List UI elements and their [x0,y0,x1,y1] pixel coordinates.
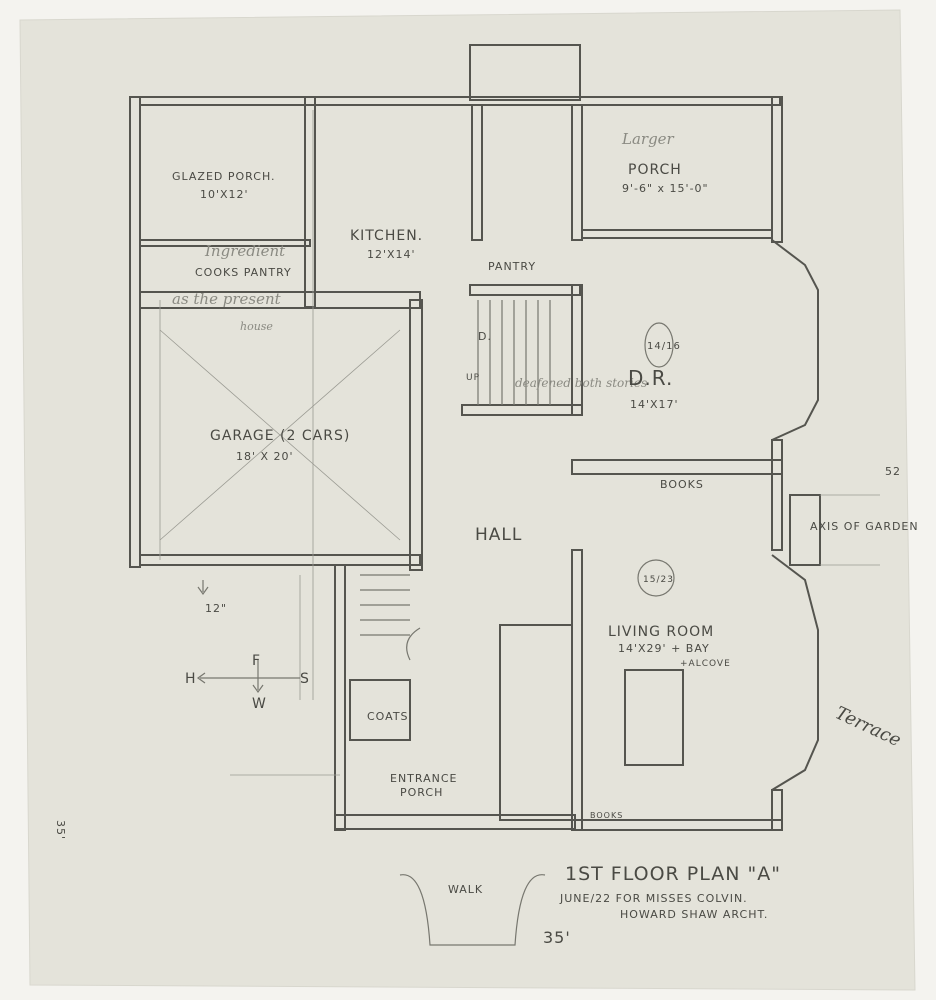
kitchen-size: 12'X14' [367,248,416,261]
compass-arrows [196,580,300,694]
stair-up-label: UP [466,373,480,383]
walk-path [399,874,546,946]
compass-north: F [252,653,261,669]
stair-note: deafened both stories [515,376,647,390]
dining-size: 14'X17' [630,398,679,411]
paper-sheet [19,9,916,991]
pantry-label: PANTRY [488,260,536,273]
hall-label: HALL [475,525,522,545]
larger-porch-note: Larger [621,130,675,148]
compass-south: W [252,696,267,712]
living-circle-text: 15/23 [643,575,674,585]
setback-dimension: 12" [205,602,227,615]
lr-books-label: BOOKS [590,811,623,820]
living-room-size: 14'X29' + BAY [618,642,710,655]
entrance-label-1: ENTRANCE [390,772,457,785]
living-room-extra: +ALCOVE [680,659,731,669]
pantry-note-2: as the present [172,290,282,308]
stair-treads [360,300,551,661]
glazed-porch-size: 10'X12' [200,188,249,201]
pantry-note-3: house [240,320,273,333]
depth-dimension: 35' [54,820,67,840]
glazed-porch-label: GLAZED PORCH. [172,170,276,183]
larger-porch-label: PORCH [628,162,682,178]
lr-circle [637,559,675,597]
dining-circle-text: 14/16 [647,341,681,352]
stair-down-label: D. [478,330,492,343]
plan-architect: HOWARD SHAW ARCHT. [620,908,768,921]
pantry-note: Ingredient [204,242,286,260]
right-dimension: 52 [885,465,901,478]
garage-size: 18' X 20' [236,450,294,463]
dining-label: D.R. [628,366,673,390]
cooks-pantry-label: COOKS PANTRY [195,266,292,279]
entrance-label-2: PORCH [400,786,443,799]
compass-east: S [300,671,310,687]
plan-date-client: JUNE/22 FOR MISSES COLVIN. [559,892,748,905]
width-dimension: 35' [543,928,571,947]
axis-of-garden-label: AXIS OF GARDEN [810,520,919,533]
dr-books-label: BOOKS [660,478,704,491]
garage-label: GARAGE (2 CARS) [210,428,350,444]
living-room-label: LIVING ROOM [608,624,714,640]
dr-circle [644,322,674,368]
coats-label: COATS [367,710,409,723]
kitchen-label: KITCHEN. [350,228,423,244]
walk-label: WALK [448,883,483,896]
plan-title: 1ST FLOOR PLAN "A" [565,863,781,885]
compass-west: H [185,671,197,687]
walls [129,44,821,831]
construction-lines [159,110,880,776]
larger-porch-size: 9'-6" x 15'-0" [622,182,709,195]
